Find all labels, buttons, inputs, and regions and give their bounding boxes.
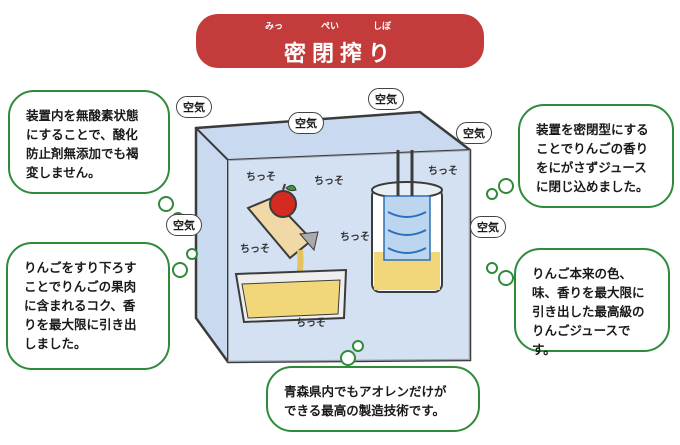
nitrogen-label: ちっそ bbox=[340, 232, 370, 243]
grater bbox=[246, 196, 319, 260]
air-label: 空気 bbox=[368, 88, 404, 110]
press-cylinder bbox=[371, 150, 443, 293]
note-line: りんごをすり下ろす bbox=[24, 260, 137, 275]
note-line: 装置を密閉型にする bbox=[536, 122, 649, 137]
nitrogen-label: ちっそ bbox=[428, 166, 458, 177]
air-label: 空気 bbox=[456, 122, 492, 144]
note-line: 青森県内でもアオレンだけが bbox=[284, 384, 447, 399]
note-bottom-center: 青森県内でもアオレンだけが できる最高の製造技術です。 bbox=[266, 366, 480, 432]
note-bottom-right: りんご本来の色、 味、香りを最大限に 引き出した最高級の りんごジュースです。 bbox=[514, 248, 670, 357]
nitrogen-label: ちっそ bbox=[314, 176, 344, 187]
note-line: できる最高の製造技術です。 bbox=[284, 403, 446, 418]
note-line: ことでりんごの香り bbox=[536, 141, 649, 156]
note-line: に閉じ込めました。 bbox=[536, 179, 649, 194]
juice-tray bbox=[234, 268, 348, 324]
note-line: にすることで、酸化 bbox=[26, 127, 138, 142]
thought-bubble bbox=[498, 178, 514, 194]
air-label: 空気 bbox=[288, 112, 324, 134]
note-line: 変しません。 bbox=[26, 165, 101, 180]
air-label: 空気 bbox=[166, 214, 202, 236]
note-line: りんごジュースです。 bbox=[532, 323, 631, 357]
note-line: 装置内を無酸素状態 bbox=[26, 108, 139, 123]
page-title: みっ ぺい しぼ 密閉搾り bbox=[196, 14, 484, 68]
thought-bubble bbox=[498, 270, 514, 286]
apple-icon bbox=[269, 183, 297, 218]
air-label: 空気 bbox=[470, 216, 506, 238]
note-line: 防止剤無添加でも褐 bbox=[26, 146, 139, 161]
note-line: しました。 bbox=[24, 336, 87, 351]
nitrogen-label: ちっそ bbox=[240, 244, 270, 255]
thought-bubble bbox=[486, 188, 498, 200]
nitrogen-label: ちっそ bbox=[296, 318, 326, 329]
title-ruby-2: ぺい bbox=[321, 22, 340, 32]
note-line: 引き出した最高級の bbox=[532, 304, 645, 319]
note-line: ことでりんごの果肉 bbox=[24, 279, 137, 294]
thought-bubble bbox=[486, 262, 498, 274]
note-top-right: 装置を密閉型にする ことでりんごの香り をにがさずジュース に閉じ込めました。 bbox=[518, 104, 674, 208]
thought-bubble bbox=[172, 262, 188, 278]
nitrogen-label: ちっそ bbox=[246, 172, 276, 183]
air-label: 空気 bbox=[176, 96, 212, 118]
thought-bubble bbox=[186, 248, 198, 260]
note-line: 味、香りを最大限に bbox=[532, 285, 645, 300]
note-line: をにがさずジュース bbox=[536, 160, 647, 175]
thought-bubble bbox=[352, 340, 364, 352]
note-bottom-left: りんごをすり下ろす ことでりんごの果肉 に含まれるコク、香 りを最大限に引き出 … bbox=[6, 242, 170, 370]
thought-bubble bbox=[158, 196, 174, 212]
note-top-left: 装置内を無酸素状態 にすることで、酸化 防止剤無添加でも褐 変しません。 bbox=[8, 90, 170, 194]
note-line: に含まれるコク、香 bbox=[24, 298, 136, 313]
title-ruby-1: みっ bbox=[265, 22, 284, 32]
note-line: りを最大限に引き出 bbox=[24, 317, 137, 332]
title-ruby-3: しぼ bbox=[373, 22, 392, 32]
note-line: りんご本来の色、 bbox=[532, 266, 633, 281]
thought-bubble bbox=[340, 350, 356, 366]
title-text: 密閉搾り bbox=[283, 42, 396, 67]
